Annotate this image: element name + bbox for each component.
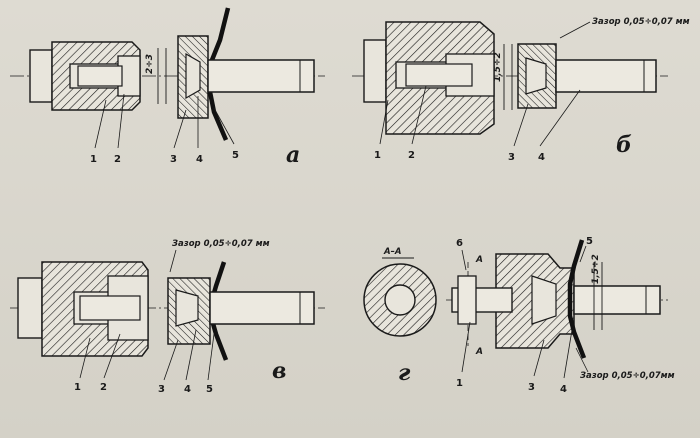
panel-a: 2÷3 1 2 3 4 5 а [10, 7, 325, 168]
gap-note-g: Зазор 0,05÷0,07мм [580, 371, 675, 381]
label-g-3: 3 [528, 382, 535, 393]
cut-mark-top: А [475, 255, 483, 265]
panel-g: А–А А А 1,5÷2 Зазор 0,05÷0,07мм 6 1 [363, 236, 675, 395]
panel-letter-v: в [272, 358, 286, 384]
cut-mark-bottom: А [475, 347, 483, 357]
panel-letter-b: б [616, 132, 632, 158]
panel-letter-g: г [398, 360, 411, 386]
label-a-5: 5 [232, 150, 239, 161]
panel-v: Зазор 0,05÷0,07 мм 1 2 3 4 5 в [10, 239, 325, 395]
label-b-2: 2 [408, 150, 415, 161]
label-g-1: 1 [456, 378, 463, 389]
section-label: А–А [383, 247, 401, 257]
label-v-4: 4 [184, 384, 191, 395]
label-v-2: 2 [100, 382, 107, 393]
label-b-4: 4 [538, 152, 545, 163]
dim-g: 1,5÷2 [591, 254, 601, 284]
label-a-2: 2 [114, 154, 121, 165]
panel-letter-a: а [286, 142, 300, 168]
label-g-6: 6 [456, 238, 463, 249]
label-g-5: 5 [586, 236, 593, 247]
dim-b: 1,5÷2 [493, 52, 503, 82]
label-v-1: 1 [74, 382, 81, 393]
panel-b: 1,5÷2 Зазор 0,05÷0,07 мм 1 2 3 4 б [352, 17, 690, 163]
dim-a: 2÷3 [145, 54, 155, 74]
label-a-3: 3 [170, 154, 177, 165]
label-a-1: 1 [90, 154, 97, 165]
label-v-3: 3 [158, 384, 165, 395]
gap-note-b: Зазор 0,05÷0,07 мм [592, 17, 690, 27]
gap-note-v: Зазор 0,05÷0,07 мм [172, 239, 270, 249]
label-a-4: 4 [196, 154, 203, 165]
label-b-3: 3 [508, 152, 515, 163]
label-g-4: 4 [560, 384, 567, 395]
label-v-5: 5 [206, 384, 213, 395]
label-b-1: 1 [374, 150, 381, 161]
